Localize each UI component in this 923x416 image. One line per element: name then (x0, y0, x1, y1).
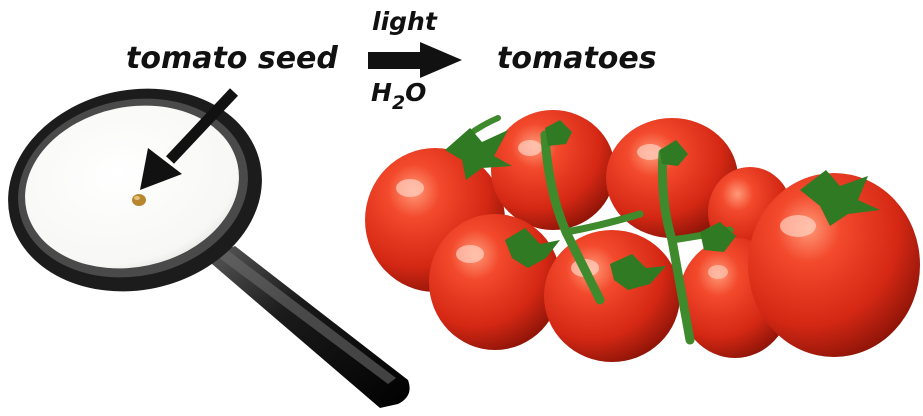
condition-water-label: H2O (371, 80, 426, 105)
water-o: O (405, 78, 426, 107)
water-h: H (371, 78, 392, 107)
input-label: tomato seed (126, 44, 338, 74)
output-label: tomatoes (497, 44, 657, 74)
seed-icon (132, 194, 146, 206)
tomato (544, 230, 680, 362)
condition-light-label: light (372, 9, 437, 34)
water-subscript: 2 (392, 92, 405, 114)
right-arrow-icon (368, 42, 462, 78)
tomato-cluster-icon (365, 110, 920, 362)
tomato (429, 214, 561, 350)
